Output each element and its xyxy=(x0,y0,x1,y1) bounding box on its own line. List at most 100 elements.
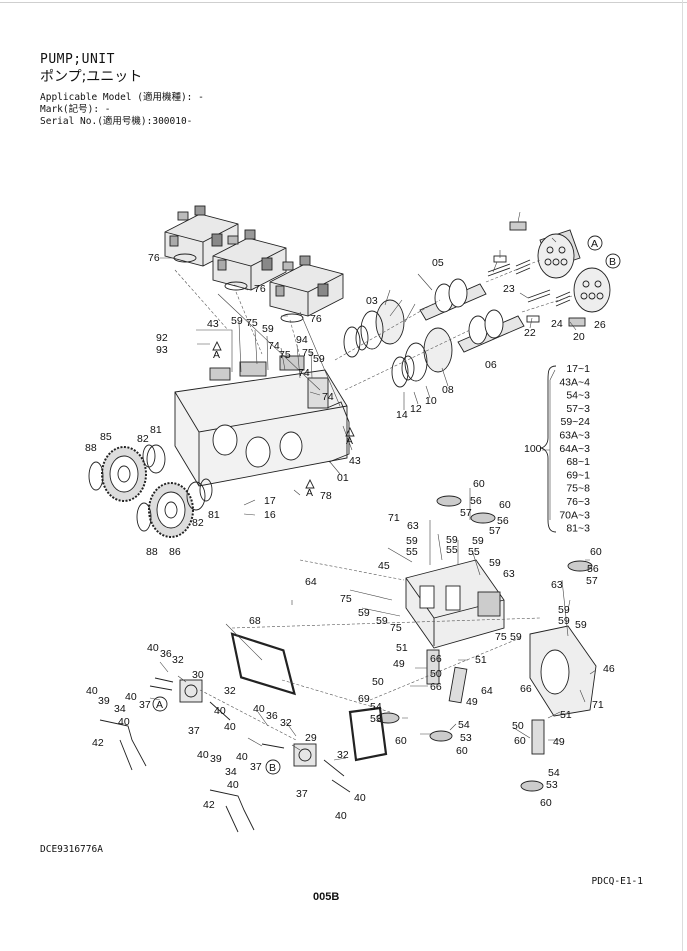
label-30: 30 xyxy=(192,669,204,681)
label-54-a: 54 xyxy=(370,701,382,713)
triangle-letter-3: A xyxy=(306,487,313,499)
label-86: 86 xyxy=(169,546,181,558)
kit-list-item: 43A~4 xyxy=(559,376,590,388)
control-valve-2 xyxy=(212,229,287,291)
label-43-b: 43 xyxy=(349,455,361,467)
label-60-a: 60 xyxy=(473,478,485,490)
label-16: 16 xyxy=(264,509,276,521)
label-20-b: 20 xyxy=(573,331,585,343)
kit-list-item: 76~3 xyxy=(566,496,590,508)
label-75-c: 75 xyxy=(302,347,314,359)
label-53-a: 53 xyxy=(370,713,382,725)
label-59-c: 59 xyxy=(313,353,325,365)
label-42-b: 42 xyxy=(203,799,215,811)
label-37-b: 37 xyxy=(188,725,200,737)
plate-10-b xyxy=(404,342,428,382)
kit-list-item: 17~1 xyxy=(566,363,590,375)
snap-ring-81-a xyxy=(142,444,156,468)
kit-bracket xyxy=(539,365,557,533)
label-88-b: 88 xyxy=(146,546,158,558)
label-32-a: 32 xyxy=(172,654,184,666)
cap-56-b xyxy=(470,512,496,524)
label-66-c: 66 xyxy=(520,683,532,695)
label-75-f: 75 xyxy=(495,631,507,643)
label-60-d: 60 xyxy=(395,735,407,747)
label-75-d: 75 xyxy=(340,593,352,605)
mark: Mark(記号): - xyxy=(40,104,111,115)
page-code: PDCQ-E1-1 xyxy=(591,876,643,887)
label-92: 92 xyxy=(156,332,168,344)
pin-20-a xyxy=(509,221,527,231)
triangle-letter-1: A xyxy=(213,349,220,361)
label-37-d: 37 xyxy=(296,788,308,800)
page-title-jp: ポンプ;ユニット xyxy=(40,69,143,85)
label-55-c: 55 xyxy=(468,546,480,558)
label-64-b: 64 xyxy=(481,685,493,697)
kit-list: 17~143A~454~357~359~2463A~364A~368~169~1… xyxy=(559,363,590,535)
label-45: 45 xyxy=(378,560,390,572)
label-88-a: 88 xyxy=(85,442,97,454)
circle-letter-A-1: A xyxy=(591,238,598,250)
label-26-b: 26 xyxy=(594,319,606,331)
label-59-e: 59 xyxy=(446,534,458,546)
right-rule xyxy=(682,0,683,951)
label-12-b: 12 xyxy=(410,403,422,415)
label-57-a: 57 xyxy=(460,507,472,519)
top-rule xyxy=(0,2,687,3)
label-40-g: 40 xyxy=(253,703,265,715)
label-82-b: 82 xyxy=(192,517,204,529)
label-51-b: 51 xyxy=(475,654,487,666)
ring-88-a xyxy=(88,461,104,491)
label-56-c: 56 xyxy=(587,563,599,575)
bearing-82-a xyxy=(146,444,166,474)
plate-10-a xyxy=(360,310,384,350)
label-03: 03 xyxy=(366,295,378,307)
label-53-c: 53 xyxy=(546,779,558,791)
label-46: 46 xyxy=(603,663,615,675)
spring-24-b xyxy=(555,291,571,307)
circle-letter-B-2: B xyxy=(269,762,276,774)
label-40-k: 40 xyxy=(354,792,366,804)
cap-56-a xyxy=(436,495,462,507)
label-37-a: 37 xyxy=(139,699,151,711)
piston-49-b xyxy=(448,666,468,704)
kit-list-item: 70A~3 xyxy=(559,509,590,521)
label-85: 85 xyxy=(100,431,112,443)
gear-86 xyxy=(148,482,194,538)
regulator-body-45 xyxy=(405,559,505,649)
pin-23-b xyxy=(527,289,551,303)
label-69: 69 xyxy=(358,693,370,705)
part-labels: 76 76 76 92 93 43 59 75 59 74 75 94 75 5… xyxy=(85,238,616,822)
circle-letter-B-1: B xyxy=(609,256,616,268)
label-75-e: 75 xyxy=(390,622,402,634)
assembly-lines xyxy=(174,259,573,741)
regulator-body-46 xyxy=(529,625,597,717)
label-60-e: 60 xyxy=(456,745,468,757)
shim-22-b xyxy=(526,315,540,323)
label-81-b: 81 xyxy=(208,509,220,521)
pin-20-b xyxy=(568,317,586,327)
label-39-b: 39 xyxy=(210,753,222,765)
label-39-a: 39 xyxy=(98,695,110,707)
label-63-a: 63 xyxy=(407,520,419,532)
label-76-b: 76 xyxy=(254,283,266,295)
label-49-a: 49 xyxy=(393,658,405,670)
label-34-a: 34 xyxy=(114,703,126,715)
gear-85 xyxy=(101,446,147,502)
label-08-b: 08 xyxy=(442,384,454,396)
label-66-a: 66 xyxy=(430,653,442,665)
label-59-f: 59 xyxy=(472,535,484,547)
label-57-c: 57 xyxy=(586,575,598,587)
label-74-b: 74 xyxy=(298,367,310,379)
label-54-b: 54 xyxy=(458,719,470,731)
label-34-b: 34 xyxy=(225,766,237,778)
label-60-f: 60 xyxy=(514,735,526,747)
label-36-b: 36 xyxy=(266,710,278,722)
spring-24-a xyxy=(515,259,531,275)
drawing-reference: DCE9316776A xyxy=(40,844,103,855)
label-93: 93 xyxy=(156,344,168,356)
label-14-b: 14 xyxy=(396,409,408,421)
label-59-g: 59 xyxy=(489,557,501,569)
label-60-c: 60 xyxy=(590,546,602,558)
label-22-b: 22 xyxy=(524,327,536,339)
